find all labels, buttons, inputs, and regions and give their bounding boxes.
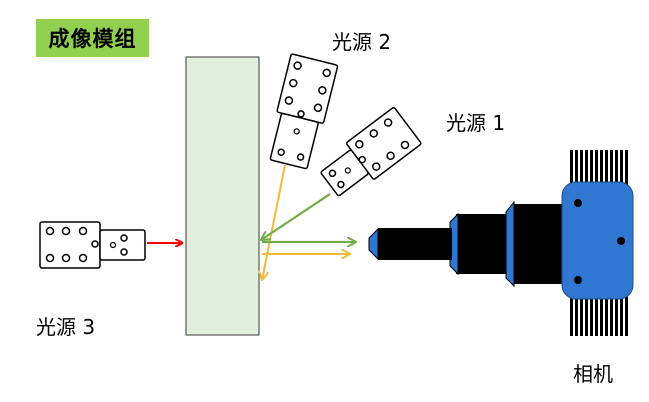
camera-screw [574,276,582,284]
label-light-source-2: 光源 2 [332,30,392,54]
camera-lens-large [514,204,564,284]
camera [368,150,634,336]
light-source-2 [269,53,339,170]
label-light-source-3: 光源 3 [36,315,96,339]
camera-fins-bottom [570,296,628,336]
module-title: 成像模组 [36,19,149,57]
camera-screw [574,199,582,207]
ray-source2-incident [262,164,286,280]
sample-panel [185,56,260,336]
label-camera: 相机 [573,362,613,386]
camera-lens-ring-2 [505,200,515,288]
camera-lens-mid [456,214,506,274]
light-source-1 [320,107,422,197]
label-light-source-1: 光源 1 [446,111,506,135]
camera-screw [617,237,625,245]
camera-fins-top [570,150,628,186]
camera-body [561,181,634,300]
camera-lens-tip [368,227,379,261]
light-source-3 [39,221,146,269]
ray-source1-incident [261,193,331,240]
camera-lens-small [378,228,452,260]
